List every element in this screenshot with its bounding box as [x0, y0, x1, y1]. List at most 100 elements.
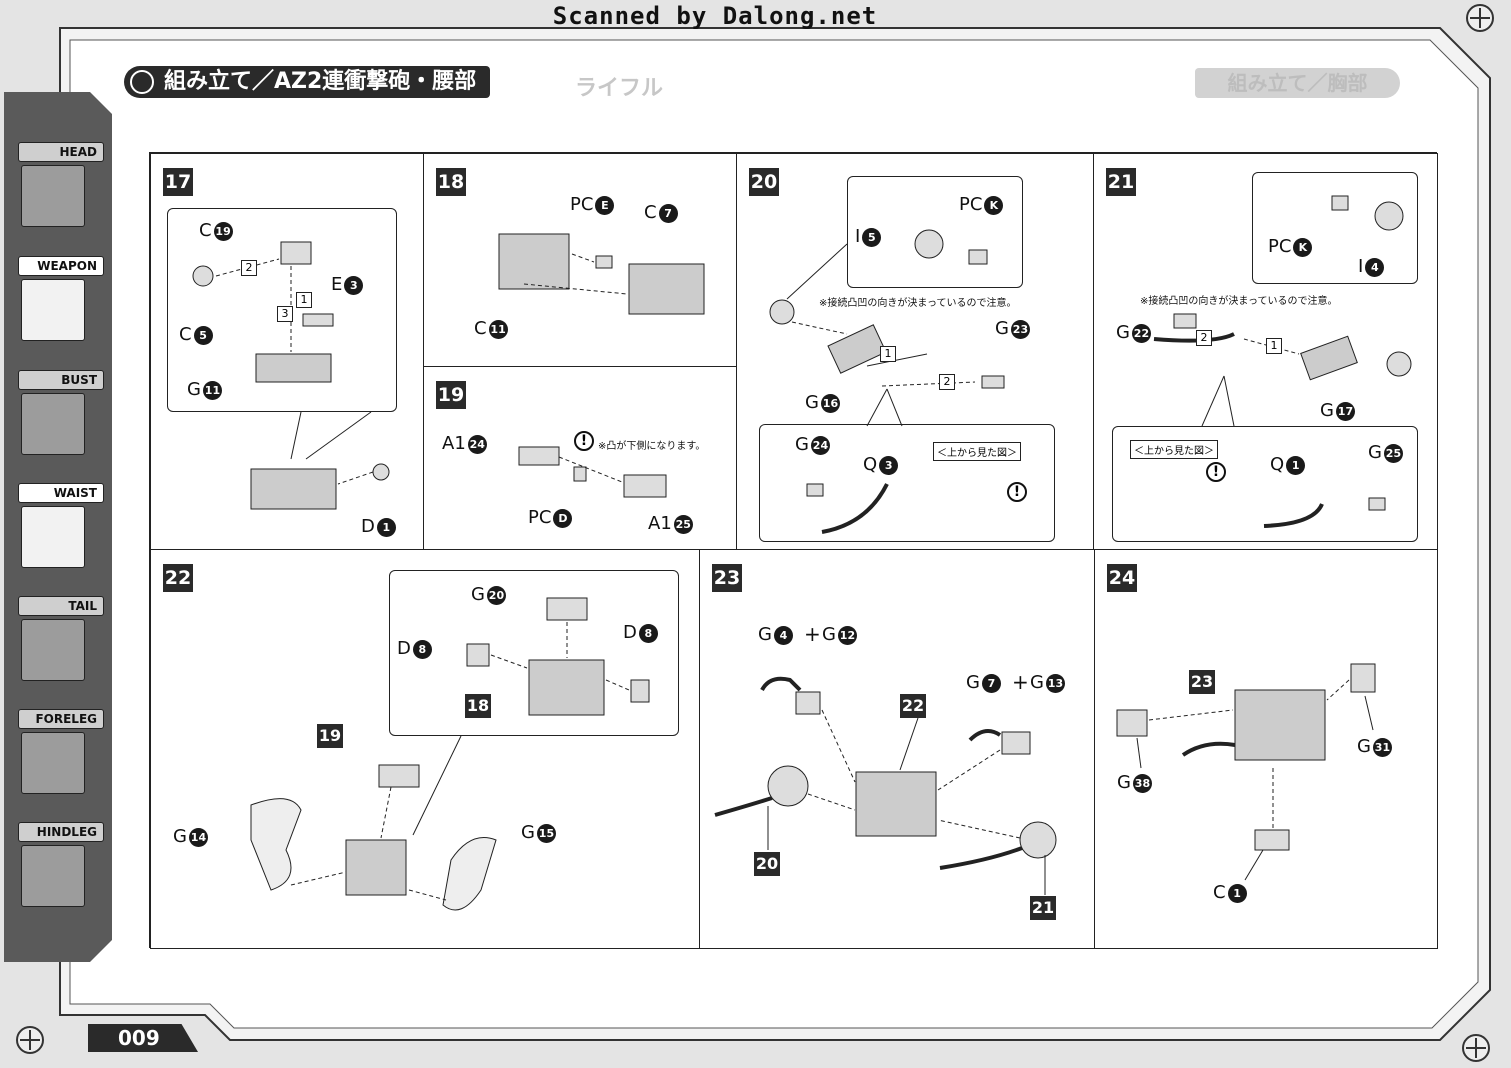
ref-step-21: 21: [1030, 896, 1056, 920]
tab-hindleg[interactable]: HINDLEG: [18, 822, 104, 907]
head-icon: [21, 165, 85, 227]
seq-2: 2: [241, 260, 257, 276]
tab-foreleg[interactable]: FORELEG: [18, 709, 104, 794]
note: ※接続凸凹の向きが決まっているので注意。: [1140, 296, 1338, 307]
tab-weapon[interactable]: WEAPON: [18, 256, 104, 341]
tab-head[interactable]: HEAD: [18, 142, 104, 227]
section-sidebar: HEAD WEAPON BUST WAIST TAIL FORELEG HIND…: [4, 88, 112, 988]
tab-bust[interactable]: BUST: [18, 370, 104, 455]
caution-icon: !: [1206, 462, 1226, 482]
note: ※凸が下側になります。: [598, 441, 706, 452]
section-title: 組み立て／AZ2連衝撃砲・腰部: [124, 66, 491, 98]
part-drawing: [192, 241, 390, 510]
part-drawing: [1153, 195, 1412, 528]
ghost-header-left: ライフル: [575, 76, 664, 101]
tab-tail[interactable]: TAIL: [18, 596, 104, 681]
tail-icon: [21, 619, 85, 681]
caution-icon: !: [1007, 482, 1027, 502]
ref-step-18: 18: [465, 694, 491, 718]
step-number: 23: [712, 564, 742, 592]
part-drawing: [769, 229, 1005, 534]
part-drawing: [1116, 663, 1376, 881]
tab-waist[interactable]: WAIST: [18, 483, 104, 568]
bust-icon: [21, 393, 85, 455]
note: ※接続凸凹の向きが決まっているので注意。: [819, 298, 1017, 309]
compass-icon: [130, 70, 154, 94]
ref-step-23: 23: [1189, 670, 1215, 694]
step-number: 24: [1107, 564, 1137, 592]
step-number: 19: [436, 381, 466, 409]
step-number: 18: [436, 168, 466, 196]
step-number: 20: [749, 168, 779, 196]
seq-2: 2: [939, 374, 955, 390]
step-number: 22: [163, 564, 193, 592]
detail-inset: [1252, 172, 1418, 284]
step-number: 21: [1106, 168, 1136, 196]
hindleg-icon: [21, 845, 85, 907]
page-number: 009: [88, 1024, 198, 1052]
ref-step-20: 20: [754, 852, 780, 876]
seq-2: 2: [1196, 330, 1212, 346]
seq-3: 3: [277, 306, 293, 322]
top-view-label: ＜上から見た図＞: [933, 442, 1021, 461]
ref-step-22: 22: [900, 694, 926, 718]
ghost-header-right: 組み立て／胸部: [1195, 68, 1400, 98]
seq-1: 1: [296, 292, 312, 308]
plus-sign: +: [1012, 670, 1029, 694]
part-drawing: [518, 446, 667, 498]
scan-credit: Scanned by Dalong.net: [552, 2, 878, 30]
part-drawing: [714, 676, 1057, 895]
caution-icon: !: [574, 431, 594, 451]
step-number: 17: [163, 168, 193, 196]
top-view-label: ＜上から見た図＞: [1130, 440, 1218, 459]
ref-step-19: 19: [317, 724, 343, 748]
weapon-icon: [21, 279, 85, 341]
foreleg-icon: [21, 732, 85, 794]
seq-1: 1: [1266, 338, 1282, 354]
plus-sign: +: [804, 622, 821, 646]
